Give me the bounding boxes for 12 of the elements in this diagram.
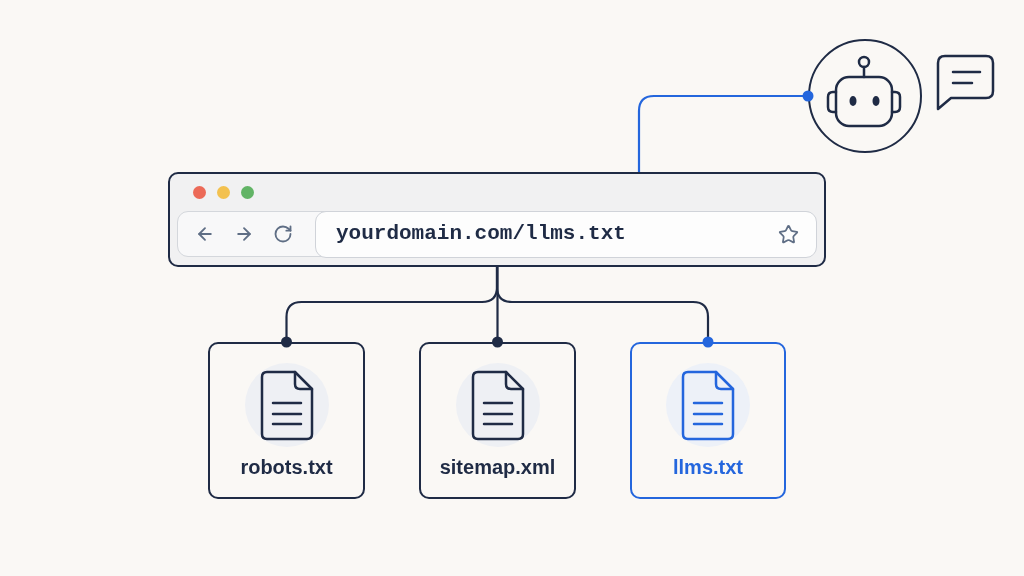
browser-window [168, 172, 826, 267]
connector-line [637, 90, 814, 172]
connector-line [495, 267, 714, 348]
file-card [419, 342, 576, 499]
connector-line [492, 267, 503, 348]
url-text: yourdomain.com/llms.txt [336, 221, 626, 247]
file-name: sitemap.xml [439, 455, 556, 479]
file-card [208, 342, 365, 499]
file-card [630, 342, 786, 499]
robot-circle [808, 39, 922, 153]
file-name: robots.txt [240, 455, 333, 479]
file-name: llms.txt [673, 455, 743, 479]
